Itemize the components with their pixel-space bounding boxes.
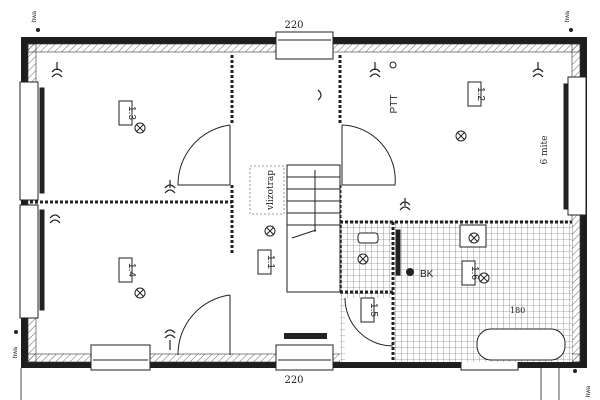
bath-dimension: 180: [510, 306, 525, 315]
ceiling-light-icon: [134, 287, 146, 299]
hwa-label: hwa: [13, 346, 19, 358]
room-label-1-1: 1.1: [265, 255, 276, 269]
ceiling-light-icon: [357, 253, 369, 265]
hwa-marks: hwa hwa hwa hwa: [13, 10, 592, 397]
staircase: [249, 164, 341, 293]
ptt-outlet-icon: [389, 61, 397, 69]
window-right: [567, 76, 587, 216]
shower-curve: [344, 297, 394, 347]
vlizotrap-label: vlizotrap: [266, 170, 276, 211]
hwa-label: hwa: [32, 10, 38, 22]
bk-label: BK: [420, 269, 434, 280]
outlet-icon: [317, 89, 322, 101]
bathtub: [476, 328, 566, 361]
window-bottom-left: [90, 344, 151, 371]
outlet-icon: [164, 180, 176, 194]
room-label-1-5: 1.5: [368, 303, 379, 317]
outlet-icon: [51, 62, 63, 78]
toilet: [357, 232, 379, 244]
handwritten-note: 6 mite: [540, 136, 550, 165]
ceiling-light-icon: [478, 272, 490, 284]
window-left-lower: [19, 204, 39, 319]
ptt-label: PTT: [389, 95, 400, 114]
light-fixtures: [134, 61, 490, 299]
dimension-bottom: 220: [284, 375, 303, 386]
ceiling-light-icon: [455, 130, 467, 142]
ceiling-light-icon: [134, 122, 146, 134]
hwa-label: hwa: [565, 10, 571, 22]
hwa-label: hwa: [586, 385, 592, 397]
outlet-icon: [164, 329, 176, 350]
outlet-icon: [532, 62, 544, 78]
room-label-1-4: 1.4: [126, 263, 137, 277]
outlet-icon: [49, 214, 61, 224]
wall-outlets: [49, 62, 544, 350]
window-left-upper: [19, 81, 39, 201]
outlet-icon: [369, 62, 381, 78]
doors: [177, 124, 396, 356]
ceiling-light-icon: [468, 232, 480, 244]
outlet-icon: [399, 198, 411, 211]
window-bottom-middle: [275, 344, 334, 371]
room-label-1-6: 1.6: [469, 266, 480, 280]
room-label-1-2: 1.2: [475, 87, 486, 101]
window-top: [275, 31, 334, 60]
fixtures: [357, 224, 566, 361]
room-label-1-3: 1.3: [126, 106, 137, 120]
windows: [19, 31, 587, 371]
ceiling-light-icon: [264, 225, 276, 237]
dimension-top: 220: [284, 20, 303, 31]
exterior-lines: [20, 368, 560, 400]
stair-arrow: [284, 333, 327, 339]
